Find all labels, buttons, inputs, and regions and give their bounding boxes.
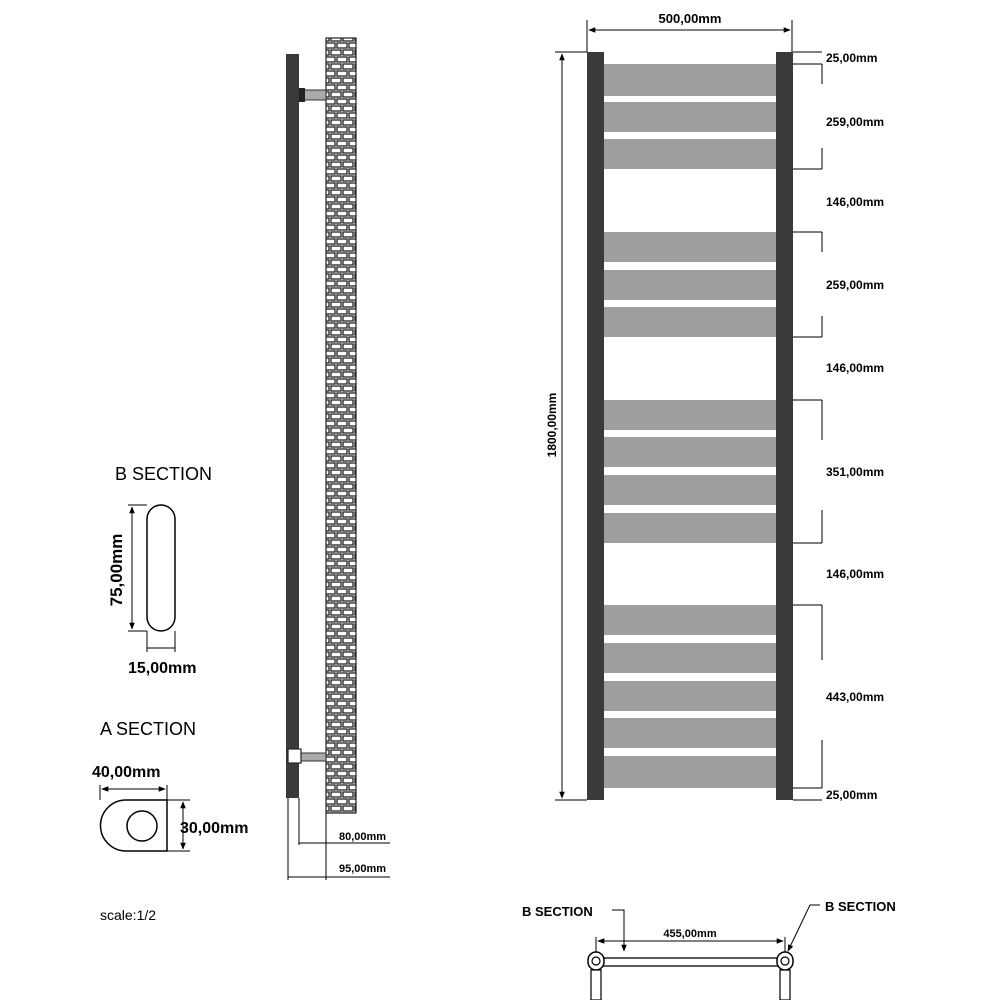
- heating-bar: [604, 718, 776, 748]
- bottom-b-section-right-label: B SECTION: [825, 899, 896, 914]
- b-height-label: 75,00mm: [107, 534, 126, 607]
- spacing-label: 25,00mm: [826, 51, 877, 65]
- spacing-label: 146,00mm: [826, 361, 884, 375]
- inner-width-label: 455,00mm: [663, 928, 716, 940]
- left-wall-bracket-plan: [590, 969, 602, 1000]
- spacing-label: 146,00mm: [826, 567, 884, 581]
- depth-inner-label: 80,00mm: [339, 831, 386, 843]
- spacing-label: 146,00mm: [826, 195, 884, 209]
- width-label: 500,00mm: [659, 11, 722, 26]
- heating-bar: [604, 64, 776, 96]
- a-width-label: 40,00mm: [92, 764, 161, 781]
- depth-outer-label: 95,00mm: [339, 863, 386, 875]
- bottom-bar: [599, 957, 785, 967]
- bottom-view: B SECTION B SECTION 455,00mm: [522, 899, 896, 1000]
- side-view: 80,00mm 95,00mm: [286, 37, 390, 880]
- b-section-detail: B SECTION 75,00mm 15,00mm: [107, 464, 212, 677]
- heating-bar: [604, 400, 776, 430]
- heating-bar: [604, 756, 776, 788]
- heating-bar: [604, 681, 776, 711]
- spacing-dimension-chain: 25,00mm 259,00mm 146,00mm 259,00mm 146,0…: [793, 51, 884, 802]
- a-height-label: 30,00mm: [180, 820, 249, 837]
- heating-bar: [604, 307, 776, 337]
- heating-bar: [604, 605, 776, 635]
- heating-bar: [604, 102, 776, 132]
- b-section-profile: [146, 504, 176, 632]
- heating-bar: [604, 475, 776, 505]
- heating-bar: [604, 232, 776, 262]
- heating-bar: [604, 270, 776, 300]
- spacing-label: 25,00mm: [826, 788, 877, 802]
- a-section-detail: A SECTION 40,00mm 30,00mm scale:1/2: [92, 719, 249, 923]
- side-view-radiator-profile: [286, 54, 299, 798]
- b-width-label: 15,00mm: [128, 660, 197, 677]
- heating-bar: [604, 139, 776, 169]
- scale-label: scale:1/2: [100, 907, 156, 923]
- heating-bar: [604, 643, 776, 673]
- left-collector: [587, 52, 604, 800]
- a-section-hole: [126, 810, 158, 842]
- right-wall-bracket-plan: [779, 969, 791, 1000]
- spacing-label: 259,00mm: [826, 115, 884, 129]
- heating-bar: [604, 437, 776, 467]
- heating-bar: [604, 513, 776, 543]
- bottom-wall-bracket: [298, 752, 327, 762]
- heating-bars: [604, 64, 776, 788]
- spacing-label: 259,00mm: [826, 278, 884, 292]
- b-section-title: B SECTION: [115, 464, 212, 484]
- bottom-b-section-left-label: B SECTION: [522, 904, 593, 919]
- front-view: 500,00mm 1800,00mm: [545, 11, 884, 802]
- height-label: 1800,00mm: [545, 393, 559, 458]
- spacing-label: 351,00mm: [826, 465, 884, 479]
- a-section-title: A SECTION: [100, 719, 196, 739]
- side-view-wall: [325, 37, 357, 814]
- spacing-label: 443,00mm: [826, 690, 884, 704]
- right-collector: [776, 52, 793, 800]
